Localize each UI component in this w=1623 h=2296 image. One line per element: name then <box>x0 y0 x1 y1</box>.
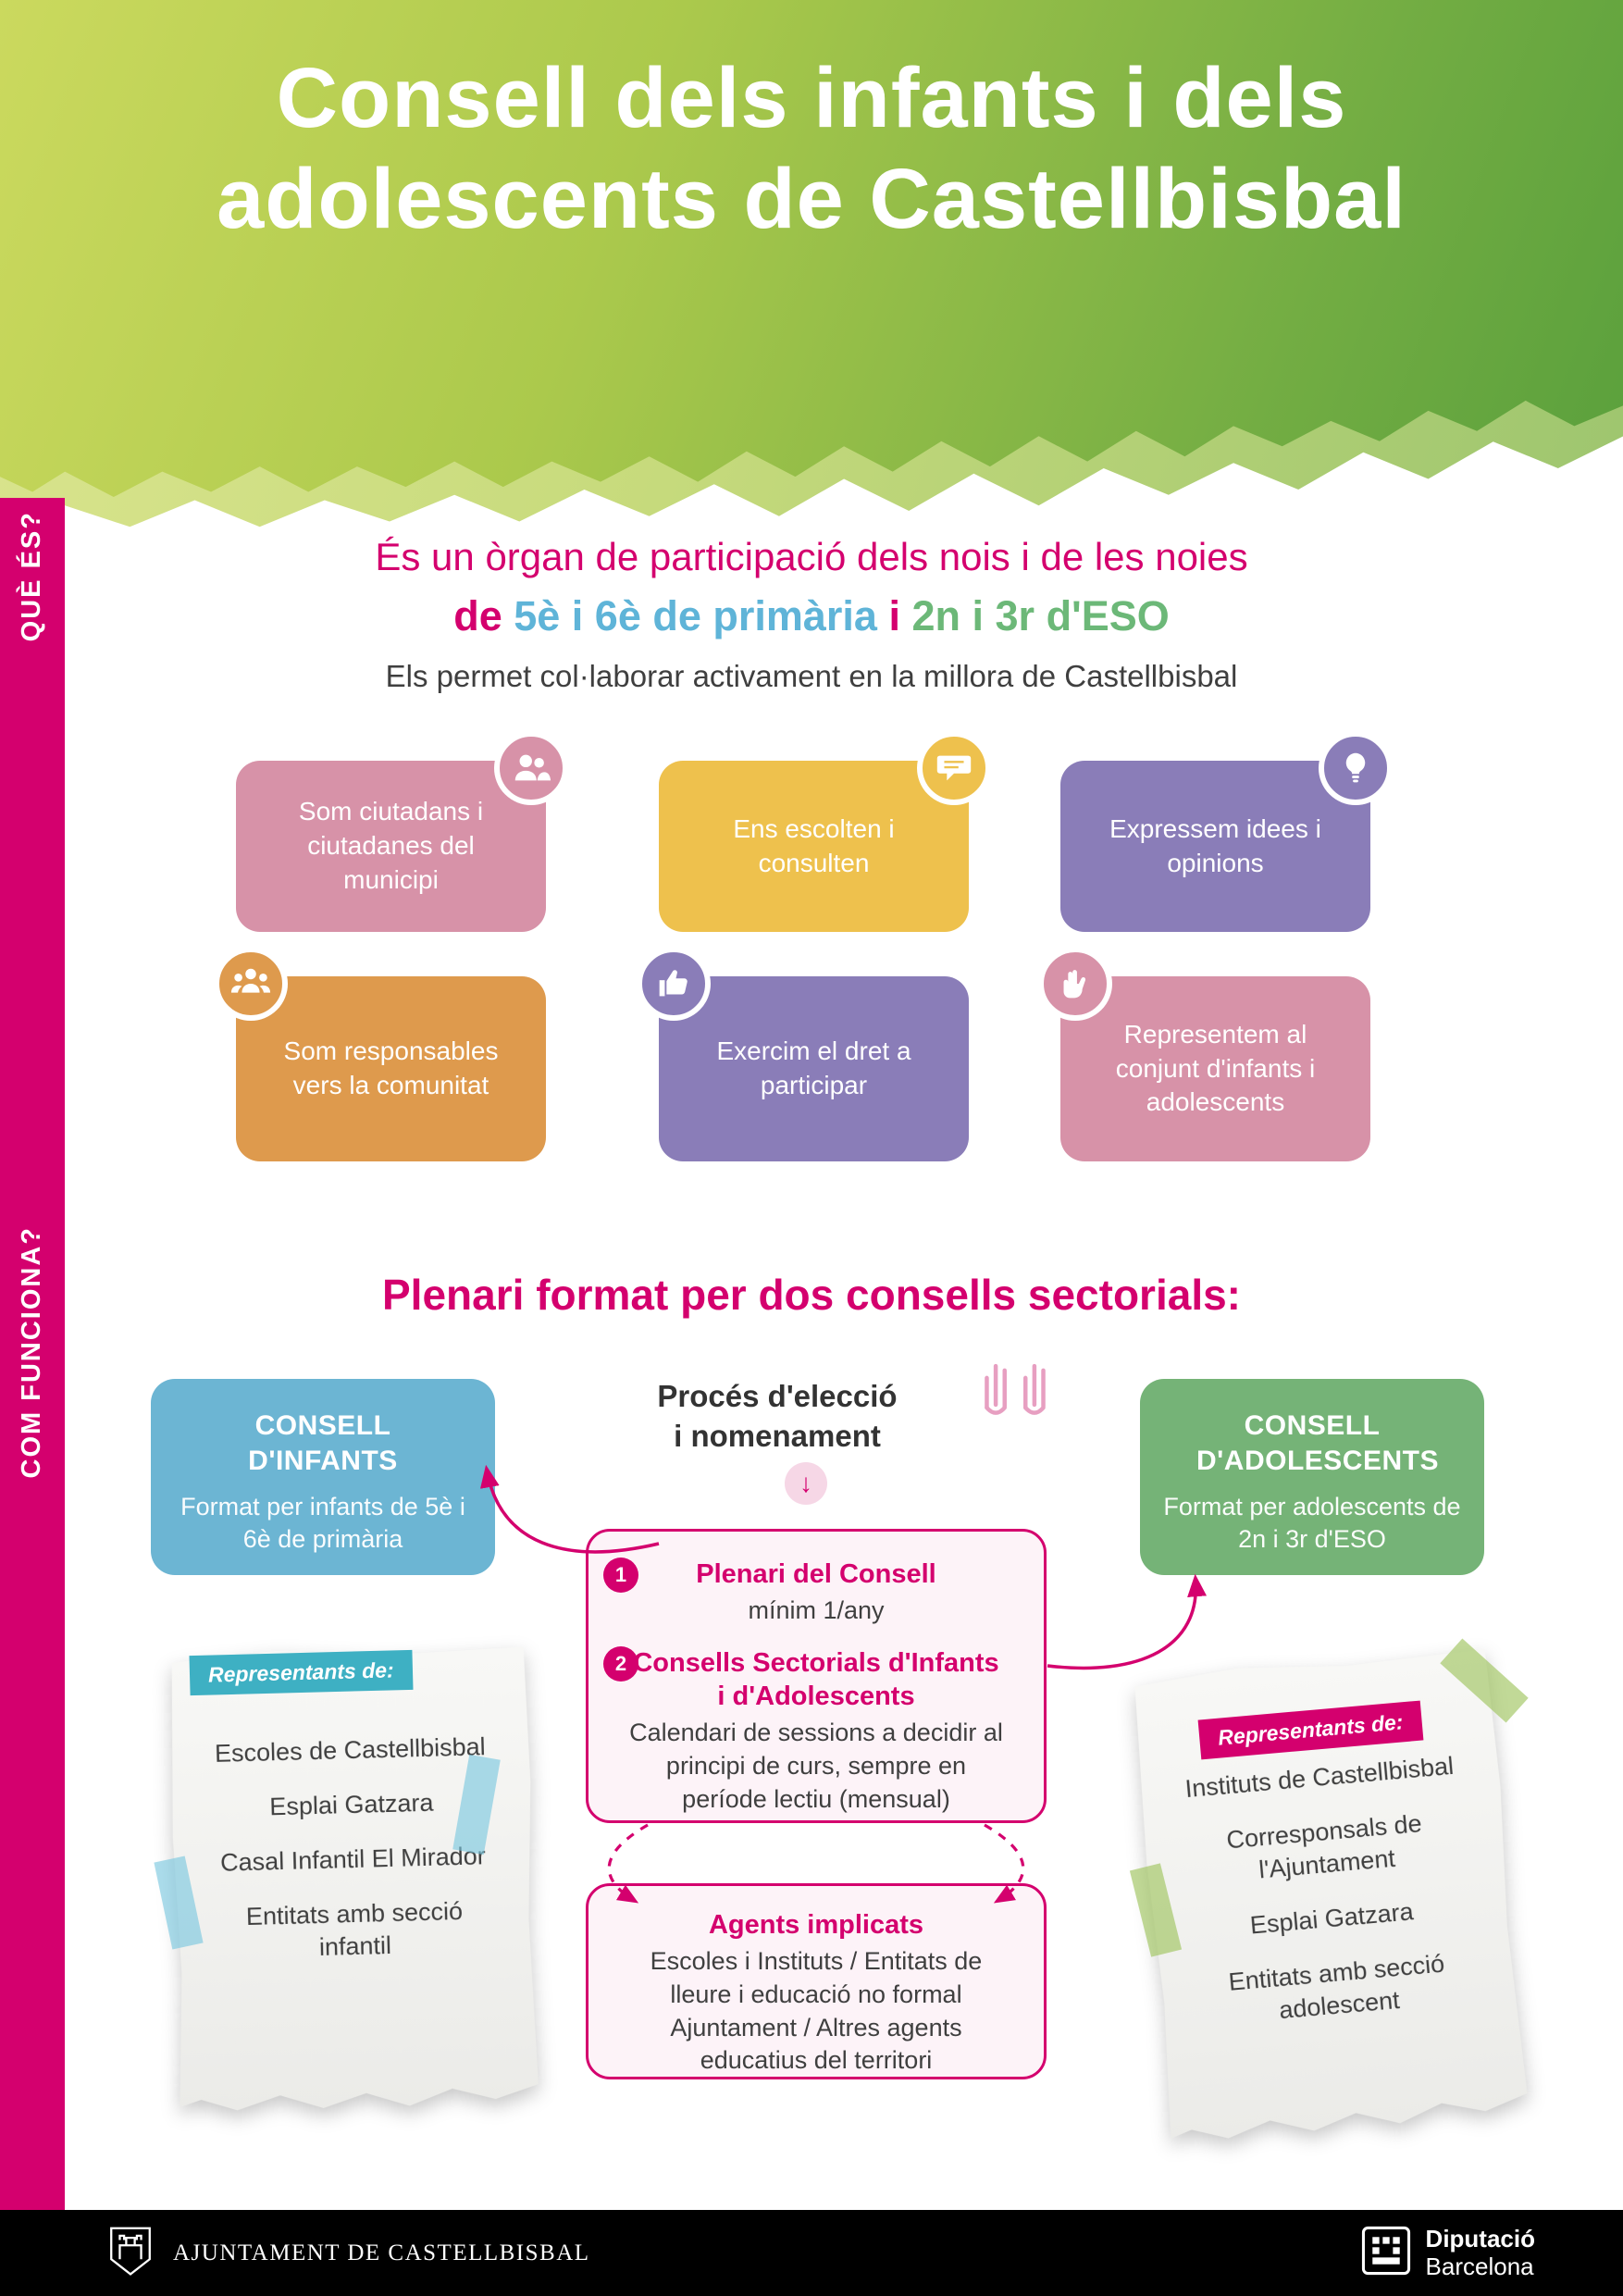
card-ciutadans-label: Som ciutadans i ciutadanes del municipi <box>298 797 484 894</box>
intro-subline: Els permet col·laborar activament en la … <box>385 659 1238 693</box>
intro-and: i <box>888 592 900 639</box>
castle-shield-icon <box>106 2223 155 2283</box>
diputacio-label: Diputació Barcelona <box>1425 2224 1535 2281</box>
left-note-label: Representants de: <box>189 1649 414 1696</box>
card-expressem: Expressem idees i opinions <box>1060 731 1393 932</box>
intro-line1: És un òrgan de participació dels nois i … <box>375 535 1248 578</box>
consell-adolescents-subtitle: Format per adolescents de 2n i 3r d'ESO <box>1163 1493 1461 1554</box>
sectorials-title: Consells Sectorials d'Infants i d'Adoles… <box>633 1647 999 1712</box>
idea-icon <box>1319 731 1393 805</box>
agents-text: Escoles i Instituts / Entitats de lleure… <box>650 1947 983 2075</box>
footer-bar: AJUNTAMENT DE CASTELLBISBAL Diputació Ba… <box>0 2210 1623 2296</box>
card-responsables: Som responsables vers la comunitat <box>214 947 546 1161</box>
consell-infants-box: CONSELL D'INFANTS Format per infants de … <box>151 1379 495 1575</box>
raised-hands-icon <box>973 1351 1057 1415</box>
card-responsables-label: Som responsables vers la comunitat <box>283 1036 499 1099</box>
plenari-title: Plenari del Consell <box>696 1559 936 1589</box>
card-ciutadans: Som ciutadans i ciutadanes del municipi <box>236 731 568 932</box>
step-2-badge: 2 <box>603 1646 638 1682</box>
header-banner <box>0 0 1623 498</box>
diputacio-line2: Barcelona <box>1425 2252 1534 2280</box>
card-escolten: Ens escolten i consulten <box>659 731 991 932</box>
proces-heading: Procés d'elecció i nomenament <box>592 1377 962 1457</box>
proces-line2: i nomenament <box>674 1418 881 1453</box>
ajuntament-label: AJUNTAMENT DE CASTELLBISBAL <box>173 2240 590 2265</box>
intro-primaria: 5è i 6è de primària <box>514 592 877 639</box>
page-title-line2: adolescents de Castellbisbal <box>217 151 1406 246</box>
left-note-item: Esplai Gatzara <box>268 1788 434 1821</box>
proces-line1: Procés d'elecció <box>657 1379 898 1413</box>
intro-de: de <box>453 592 502 639</box>
diputacio-logo-group: Diputació Barcelona <box>1361 2224 1535 2281</box>
citizens-icon <box>494 731 568 805</box>
agents-box: Agents implicats Escoles i Instituts / E… <box>586 1883 1047 2079</box>
diputacio-line1: Diputació <box>1425 2224 1535 2253</box>
card-representem-label: Representem al conjunt d'infants i adole… <box>1115 1019 1316 1117</box>
consell-adolescents-title: CONSELL D'ADOLESCENTS <box>1196 1410 1439 1476</box>
card-exercim: Exercim el dret a participar <box>637 947 969 1161</box>
section-label-com-funciona: COM FUNCIONA? <box>17 1226 46 1479</box>
card-representem: Representem al conjunt d'infants i adole… <box>1038 947 1370 1161</box>
page-title: Consell dels infants i dels adolescents … <box>0 48 1623 249</box>
plenari-subtitle: mínim 1/any <box>748 1596 885 1625</box>
plenari-box: 1 Plenari del Consell mínim 1/any 2 Cons… <box>586 1529 1047 1823</box>
agents-title: Agents implicats <box>708 1910 924 1940</box>
ajuntament-logo-group: AJUNTAMENT DE CASTELLBISBAL <box>106 2223 590 2283</box>
intro-eso: 2n i 3r d'ESO <box>911 592 1170 639</box>
left-note-item: Entitats amb secció infantil <box>245 1897 464 1962</box>
right-note-item: Corresponsals de l'Ajuntament <box>1225 1809 1423 1884</box>
section-label-que-es: QUÈ ÉS? <box>17 511 46 642</box>
community-icon <box>214 947 288 1021</box>
card-expressem-label: Expressem idees i opinions <box>1109 813 1321 877</box>
consell-infants-subtitle: Format per infants de 5è i 6è de primàri… <box>180 1493 465 1554</box>
consell-adolescents-box: CONSELL D'ADOLESCENTS Format per adolesc… <box>1140 1379 1484 1575</box>
card-escolten-label: Ens escolten i consulten <box>733 813 895 877</box>
right-note-item: Entitats amb secció adolescent <box>1227 1949 1446 2025</box>
left-note: Escoles de Castellbisbal Esplai Gatzara … <box>168 1644 539 2112</box>
page-title-line1: Consell dels infants i dels <box>276 51 1347 145</box>
speech-bubble-icon <box>917 731 991 805</box>
step-1-badge: 1 <box>603 1558 638 1593</box>
sectorials-subtitle: Calendari de sessions a decidir al princ… <box>629 1719 1003 1813</box>
right-note-item: Esplai Gatzara <box>1248 1897 1415 1940</box>
section2-heading: Plenari format per dos consells sectoria… <box>382 1271 1241 1319</box>
diputacio-icon <box>1361 2226 1411 2280</box>
side-bar <box>0 498 65 2210</box>
thumbs-up-icon <box>637 947 711 1021</box>
consell-infants-title: CONSELL D'INFANTS <box>248 1410 398 1476</box>
down-arrow-icon: ↓ <box>785 1462 827 1505</box>
card-exercim-label: Exercim el dret a participar <box>716 1036 911 1099</box>
raised-hand-icon <box>1038 947 1112 1021</box>
intro-line2: de 5è i 6è de primària i 2n i 3r d'ESO <box>65 592 1558 640</box>
left-note-item: Escoles de Castellbisbal <box>214 1732 487 1768</box>
